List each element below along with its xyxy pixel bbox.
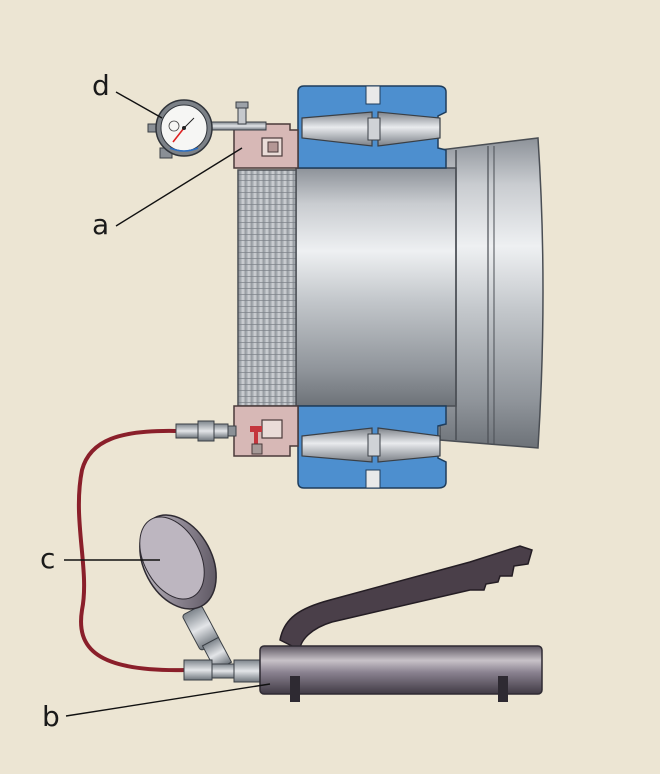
hydraulic-nut xyxy=(233,123,299,457)
bearing-bottom xyxy=(297,405,447,489)
bearing-top xyxy=(297,85,447,169)
shaft xyxy=(237,137,544,449)
hydraulic-hose xyxy=(76,428,187,673)
pressure-gauge xyxy=(139,514,233,672)
leader-lines xyxy=(64,91,271,717)
pump-fittings xyxy=(183,659,261,683)
nut-coupling xyxy=(175,420,237,442)
label-b: b xyxy=(42,700,60,733)
label-d: d xyxy=(92,69,110,102)
dial-indicator xyxy=(147,99,267,159)
label-a: a xyxy=(92,208,110,241)
hand-pump xyxy=(259,545,543,702)
label-c: c xyxy=(40,542,56,575)
